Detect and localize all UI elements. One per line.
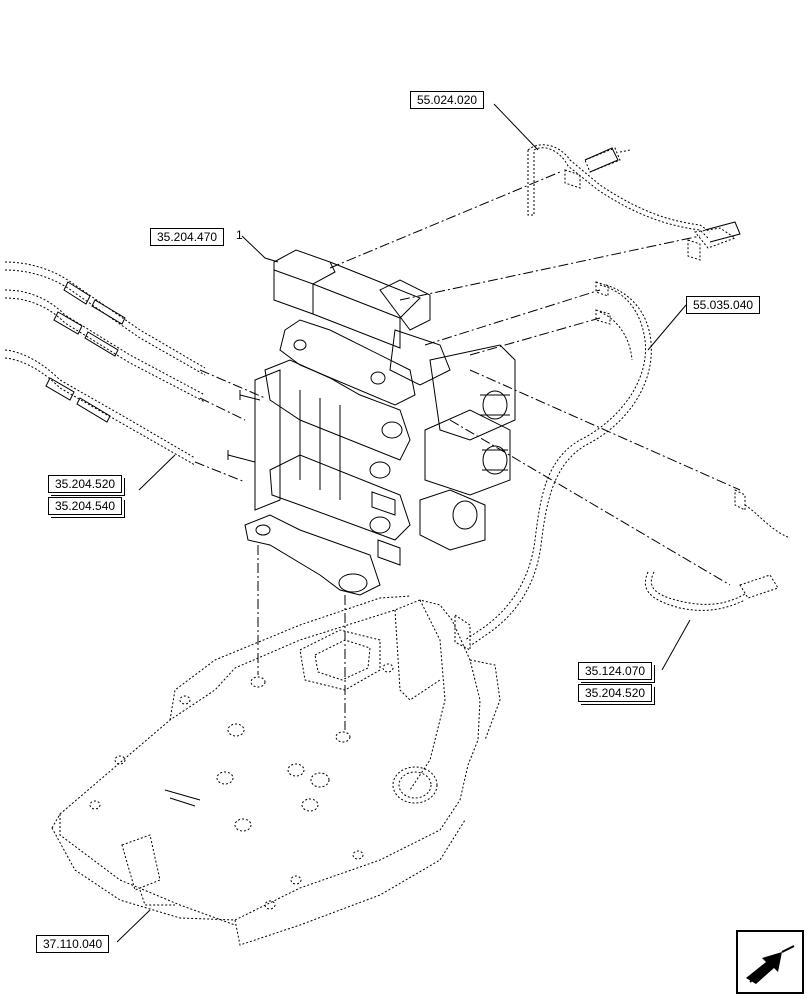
- item-number: 1: [236, 228, 243, 242]
- next-page-button[interactable]: [736, 930, 804, 994]
- leader-lines: [116, 103, 691, 943]
- valve-block-assembly: [227, 249, 516, 596]
- ref-35-204-540[interactable]: 35.204.540: [48, 497, 123, 515]
- alignment-lines: [194, 171, 741, 730]
- upper-harness: [527, 144, 737, 261]
- housing-bolt-holes: [89, 663, 394, 910]
- ref-35-204-470[interactable]: 35.204.470: [150, 228, 225, 246]
- cable-connectors: [45, 281, 126, 423]
- ref-35-204-520-right[interactable]: 35.204.520: [578, 684, 653, 702]
- transmission-housing: [51, 595, 501, 946]
- ref-37-110-040[interactable]: 37.110.040: [36, 935, 110, 953]
- arrow-next-icon: [746, 945, 795, 984]
- right-harness: [454, 281, 791, 651]
- ref-35-204-520-left[interactable]: 35.204.520: [48, 475, 123, 493]
- sensor-plugs: [584, 147, 741, 243]
- left-cables: [4, 261, 206, 466]
- ref-55-035-040[interactable]: 55.035.040: [686, 296, 761, 314]
- ref-35-124-070[interactable]: 35.124.070: [578, 662, 653, 680]
- ref-55-024-020[interactable]: 55.024.020: [410, 91, 485, 109]
